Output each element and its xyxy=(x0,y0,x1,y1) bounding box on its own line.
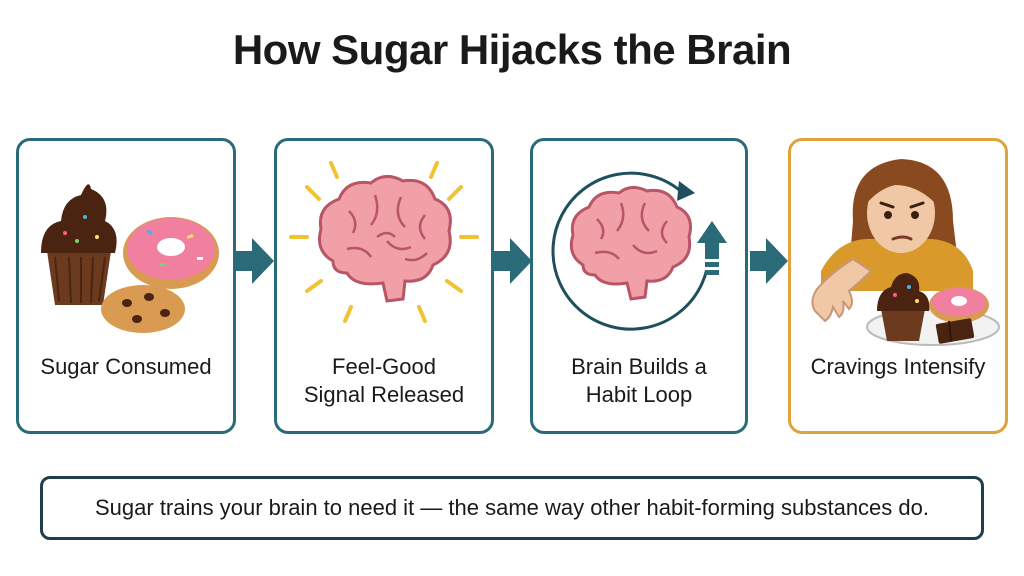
step-card-cravings-intensify: Cravings Intensify xyxy=(788,138,1008,434)
arrow-right-icon xyxy=(750,238,788,284)
craving-person-icon xyxy=(811,159,1000,346)
summary-banner: Sugar trains your brain to need it — the… xyxy=(40,476,984,540)
page-title: How Sugar Hijacks the Brain xyxy=(232,26,792,73)
step-label: Brain Builds a Habit Loop xyxy=(571,354,707,407)
arrow-right-icon xyxy=(494,238,532,284)
step-card-feel-good-signal: Feel-Good Signal Released xyxy=(274,138,494,434)
step-card-habit-loop: Brain Builds a Habit Loop xyxy=(530,138,748,434)
step-card-sugar-consumed: Sugar Consumed xyxy=(16,138,236,434)
step-label: Sugar Consumed xyxy=(40,354,212,379)
step-label: Cravings Intensify xyxy=(810,354,986,379)
arrow-right-icon xyxy=(236,238,274,284)
glowing-brain-icon xyxy=(289,161,479,323)
brain-loop-icon xyxy=(551,171,727,331)
step-label: Feel-Good Signal Released xyxy=(303,354,465,407)
cupcake-donut-cookie-icon xyxy=(41,184,219,333)
